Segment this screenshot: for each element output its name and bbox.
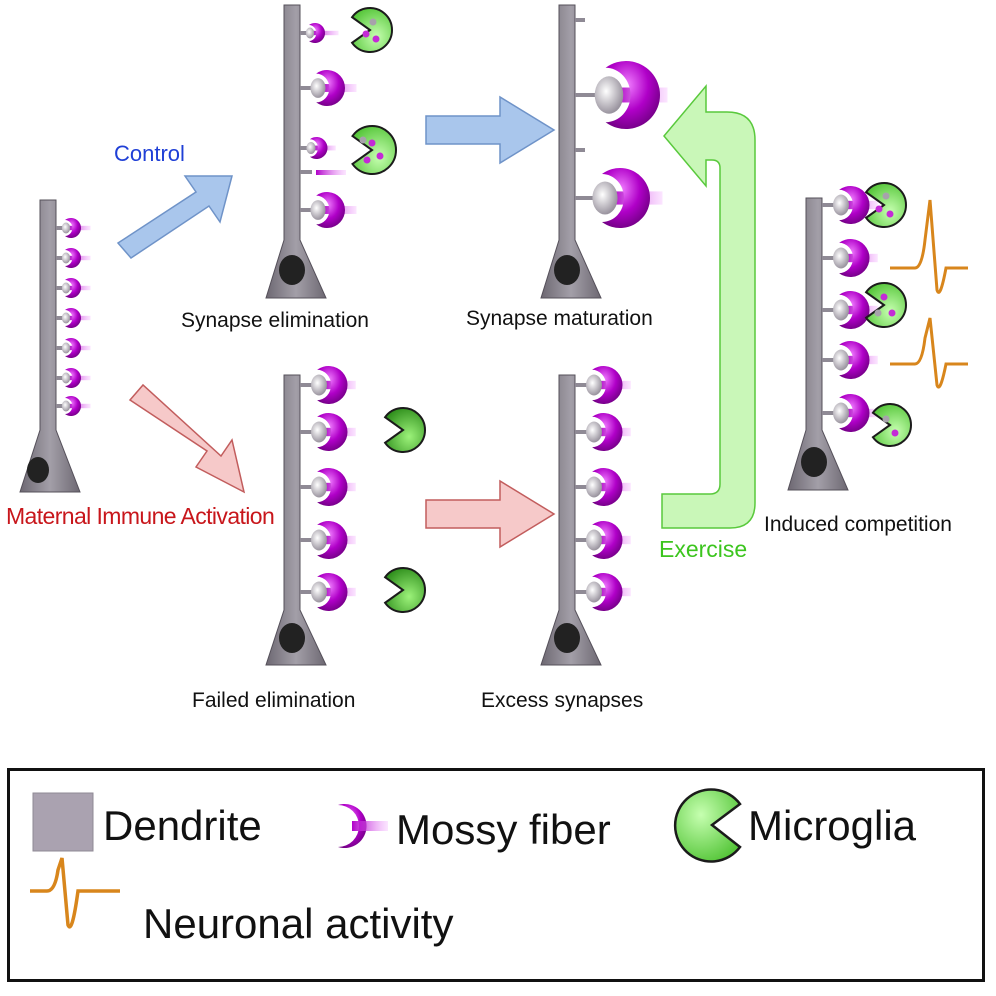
mossy-fiber-synapse	[575, 412, 631, 452]
failed-to-excess-arrow	[425, 479, 556, 549]
mossy-fiber-synapse	[575, 366, 631, 404]
mossy-fiber-synapse	[822, 394, 878, 432]
mossy-fiber-synapse	[575, 468, 631, 507]
microglia-engulfing	[351, 125, 397, 175]
mossy-fiber-synapse	[575, 573, 631, 611]
neuron-failed-elimination	[265, 374, 327, 666]
legend-box	[7, 768, 985, 982]
microglia-engulfing	[864, 282, 907, 328]
legend-dendrite-label: Dendrite	[103, 802, 262, 849]
label-control: Control	[114, 141, 185, 166]
microglia-engulfing	[864, 182, 907, 228]
legend-neuronal-activity-label: Neuronal activity	[143, 900, 454, 947]
neuron-synapse-maturation	[540, 4, 602, 299]
label-excess-synapses: Excess synapses	[481, 689, 644, 712]
legend-microglia-label: Microglia	[748, 802, 917, 849]
neuron-immature	[19, 199, 81, 493]
mossy-fiber-synapse	[822, 239, 878, 277]
empty-spine	[575, 148, 585, 152]
label-maternal-immune-activation: Maternal Immune Activation	[6, 503, 275, 529]
mossy-fiber-synapse	[300, 521, 356, 559]
neuron-excess-synapses	[540, 374, 602, 666]
neuronal-activity-trace	[890, 317, 968, 389]
mossy-fiber-synapse	[300, 573, 356, 611]
control-arrow	[116, 175, 233, 259]
microglia-engulfing	[871, 403, 912, 447]
mossy-fiber-synapse	[575, 61, 668, 129]
mossy-fiber-synapse	[300, 23, 339, 43]
microglia-idle	[383, 407, 426, 453]
mossy-fiber-synapse	[822, 341, 878, 379]
label-induced-competition: Induced competition	[764, 513, 952, 536]
mossy-fiber-synapse	[56, 338, 91, 358]
neuronal-activity-trace	[890, 199, 968, 294]
mossy-fiber-synapse	[300, 468, 356, 507]
mossy-fiber-synapse	[56, 217, 91, 238]
legend-dendrite-swatch	[32, 792, 94, 852]
mossy-fiber-synapse	[56, 308, 91, 329]
mossy-fiber-synapse	[575, 521, 631, 559]
legend-mossy-fiber-icon	[338, 804, 388, 849]
legend-microglia-icon	[673, 788, 742, 863]
mossy-fiber-synapse	[300, 192, 357, 228]
mossy-fiber-synapse	[822, 291, 878, 329]
mossy-fiber-synapse	[300, 137, 336, 160]
neuron-induced-competition	[787, 197, 849, 491]
label-synapse-maturation: Synapse maturation	[466, 307, 653, 330]
synapses-group	[56, 18, 878, 611]
label-synapse-elimination: Synapse elimination	[181, 309, 369, 332]
mossy-fiber-synapse	[300, 70, 357, 106]
label-exercise: Exercise	[659, 536, 748, 562]
mossy-fiber-synapse	[300, 366, 356, 404]
legend-neuronal-activity-icon	[30, 857, 120, 929]
mossy-fiber-synapse	[56, 278, 91, 298]
retracting-axon	[316, 170, 346, 175]
mossy-fiber-synapse	[56, 368, 91, 389]
exercise-arrow	[661, 83, 756, 529]
legend-mossy-fiber-label: Mossy fiber	[396, 806, 611, 853]
mossy-fiber-synapse	[822, 186, 878, 225]
mossy-fiber-synapse	[56, 396, 91, 416]
mossy-fiber-synapse	[300, 412, 356, 452]
microglia-idle	[383, 567, 426, 613]
microglia-engulfing	[350, 7, 393, 53]
mia-arrow	[128, 383, 246, 494]
label-failed-elimination: Failed elimination	[192, 689, 356, 712]
microglia-group	[350, 7, 912, 613]
empty-spine	[300, 170, 312, 174]
empty-spine	[575, 18, 585, 22]
mossy-fiber-synapse	[56, 247, 91, 268]
mossy-fiber-synapse	[575, 168, 663, 228]
neuron-synapse-elimination	[265, 4, 327, 299]
control-to-maturation-arrow	[425, 95, 556, 165]
